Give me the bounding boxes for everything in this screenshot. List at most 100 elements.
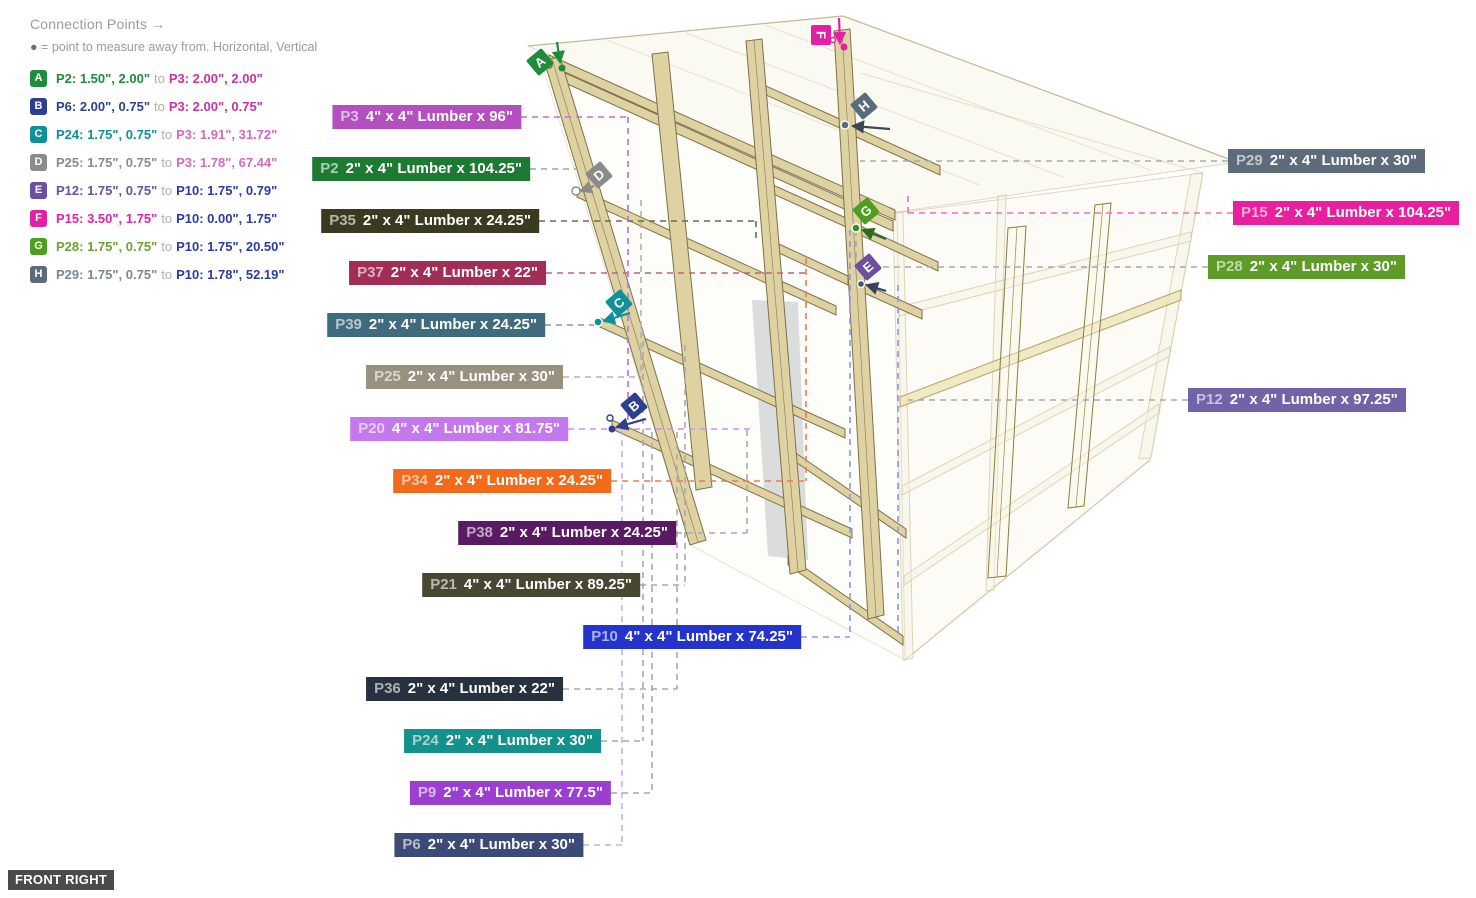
- edge-line: [859, 72, 1204, 174]
- stud: [651, 51, 713, 491]
- marker-badge-A[interactable]: A: [526, 48, 554, 76]
- part-label-text: 4" x 4" Lumber x 74.25": [624, 628, 793, 645]
- view-orientation-badge: FRONT RIGHT: [8, 870, 115, 890]
- marker-badge-B[interactable]: B: [620, 392, 648, 420]
- part-label-prefix: P25: [374, 368, 401, 385]
- measure-legend: ● = point to measure away from. Horizont…: [30, 40, 317, 54]
- part-label-P24[interactable]: P24 2" x 4" Lumber x 30": [404, 729, 601, 753]
- connection-badge-G: G: [30, 237, 47, 255]
- measure-origin-dot-icon: ●: [30, 40, 38, 54]
- part-label-text: 4" x 4" Lumber x 96": [365, 108, 513, 125]
- part-label-prefix: P6: [402, 836, 421, 853]
- part-label-P21[interactable]: P21 4" x 4" Lumber x 89.25": [422, 573, 640, 597]
- wall-rail: [787, 555, 904, 646]
- part-label-text: 2" x 4" Lumber x 30": [445, 732, 593, 749]
- part-label-P35[interactable]: P35 2" x 4" Lumber x 24.25": [321, 209, 539, 233]
- part-label-prefix: P15: [1241, 204, 1268, 221]
- marker-badge-E[interactable]: E: [854, 253, 882, 281]
- pointer-arrow-A: [551, 41, 565, 65]
- part-label-prefix: P24: [412, 732, 439, 749]
- part-label-prefix: P36: [374, 680, 401, 697]
- pointer-arrow-B: [614, 417, 647, 431]
- part-label-prefix: P10: [591, 628, 618, 645]
- connection-badge-D: D: [30, 153, 47, 171]
- part-label-prefix: P9: [417, 784, 437, 801]
- pointer-arrow-G: [860, 227, 887, 241]
- connection-badge-B: B: [30, 97, 47, 115]
- part-label-P15[interactable]: P15 2" x 4" Lumber x 104.25": [1233, 201, 1460, 225]
- pointer-arrow-F: [832, 17, 847, 46]
- part-label-prefix: P12: [1196, 391, 1223, 408]
- connection-dot: [606, 414, 614, 422]
- edge-line: [996, 226, 1018, 578]
- ghost-post: [985, 194, 1007, 592]
- rail-P12: [899, 289, 1182, 408]
- part-label-prefix: P29: [1236, 152, 1263, 169]
- marker-badge-C[interactable]: C: [605, 289, 633, 317]
- part-label-text: 2" x 4" Lumber x 22": [407, 680, 555, 697]
- pointer-arrow-D: [578, 180, 595, 194]
- part-label-prefix: P35: [329, 212, 356, 229]
- pointer-arrow-C: [601, 311, 631, 325]
- edge-line: [764, 24, 1151, 171]
- edge-line: [1075, 203, 1104, 508]
- part-label-prefix: P2: [320, 160, 339, 177]
- marker-badge-F[interactable]: F: [811, 25, 831, 45]
- part-label-P28[interactable]: P28 2" x 4" Lumber x 30": [1208, 255, 1405, 279]
- part-label-P10[interactable]: P10 4" x 4" Lumber x 74.25": [583, 625, 801, 649]
- part-label-prefix: P39: [335, 316, 362, 333]
- connection-dot: [851, 223, 861, 233]
- part-label-text: 2" x 4" Lumber x 24.25": [362, 212, 531, 229]
- part-label-text: 2" x 4" Lumber x 104.25": [1274, 204, 1452, 221]
- connection-dot: [840, 120, 850, 130]
- marker-badge-H[interactable]: H: [850, 92, 878, 120]
- connection-points-header: Connection Points →: [30, 16, 165, 32]
- part-label-P36[interactable]: P36 2" x 4" Lumber x 22": [366, 677, 563, 701]
- part-label-prefix: P37: [357, 264, 384, 281]
- connection-dot: [856, 279, 866, 289]
- marker-badge-D[interactable]: D: [585, 161, 613, 189]
- part-label-prefix: P20: [358, 420, 385, 437]
- edge-line: [527, 15, 844, 47]
- svg-text:F: F: [814, 31, 829, 39]
- marker-badge-G[interactable]: G: [852, 197, 880, 225]
- pointer-arrow-H: [850, 120, 891, 134]
- part-label-prefix: P21: [430, 576, 457, 593]
- part-label-text: 4" x 4" Lumber x 89.25": [463, 576, 632, 593]
- part-label-text: 2" x 4" Lumber x 24.25": [499, 524, 668, 541]
- part-label-text: 2" x 4" Lumber x 30": [1249, 258, 1397, 275]
- connection-dot: [593, 317, 603, 327]
- part-label-prefix: P28: [1216, 258, 1243, 275]
